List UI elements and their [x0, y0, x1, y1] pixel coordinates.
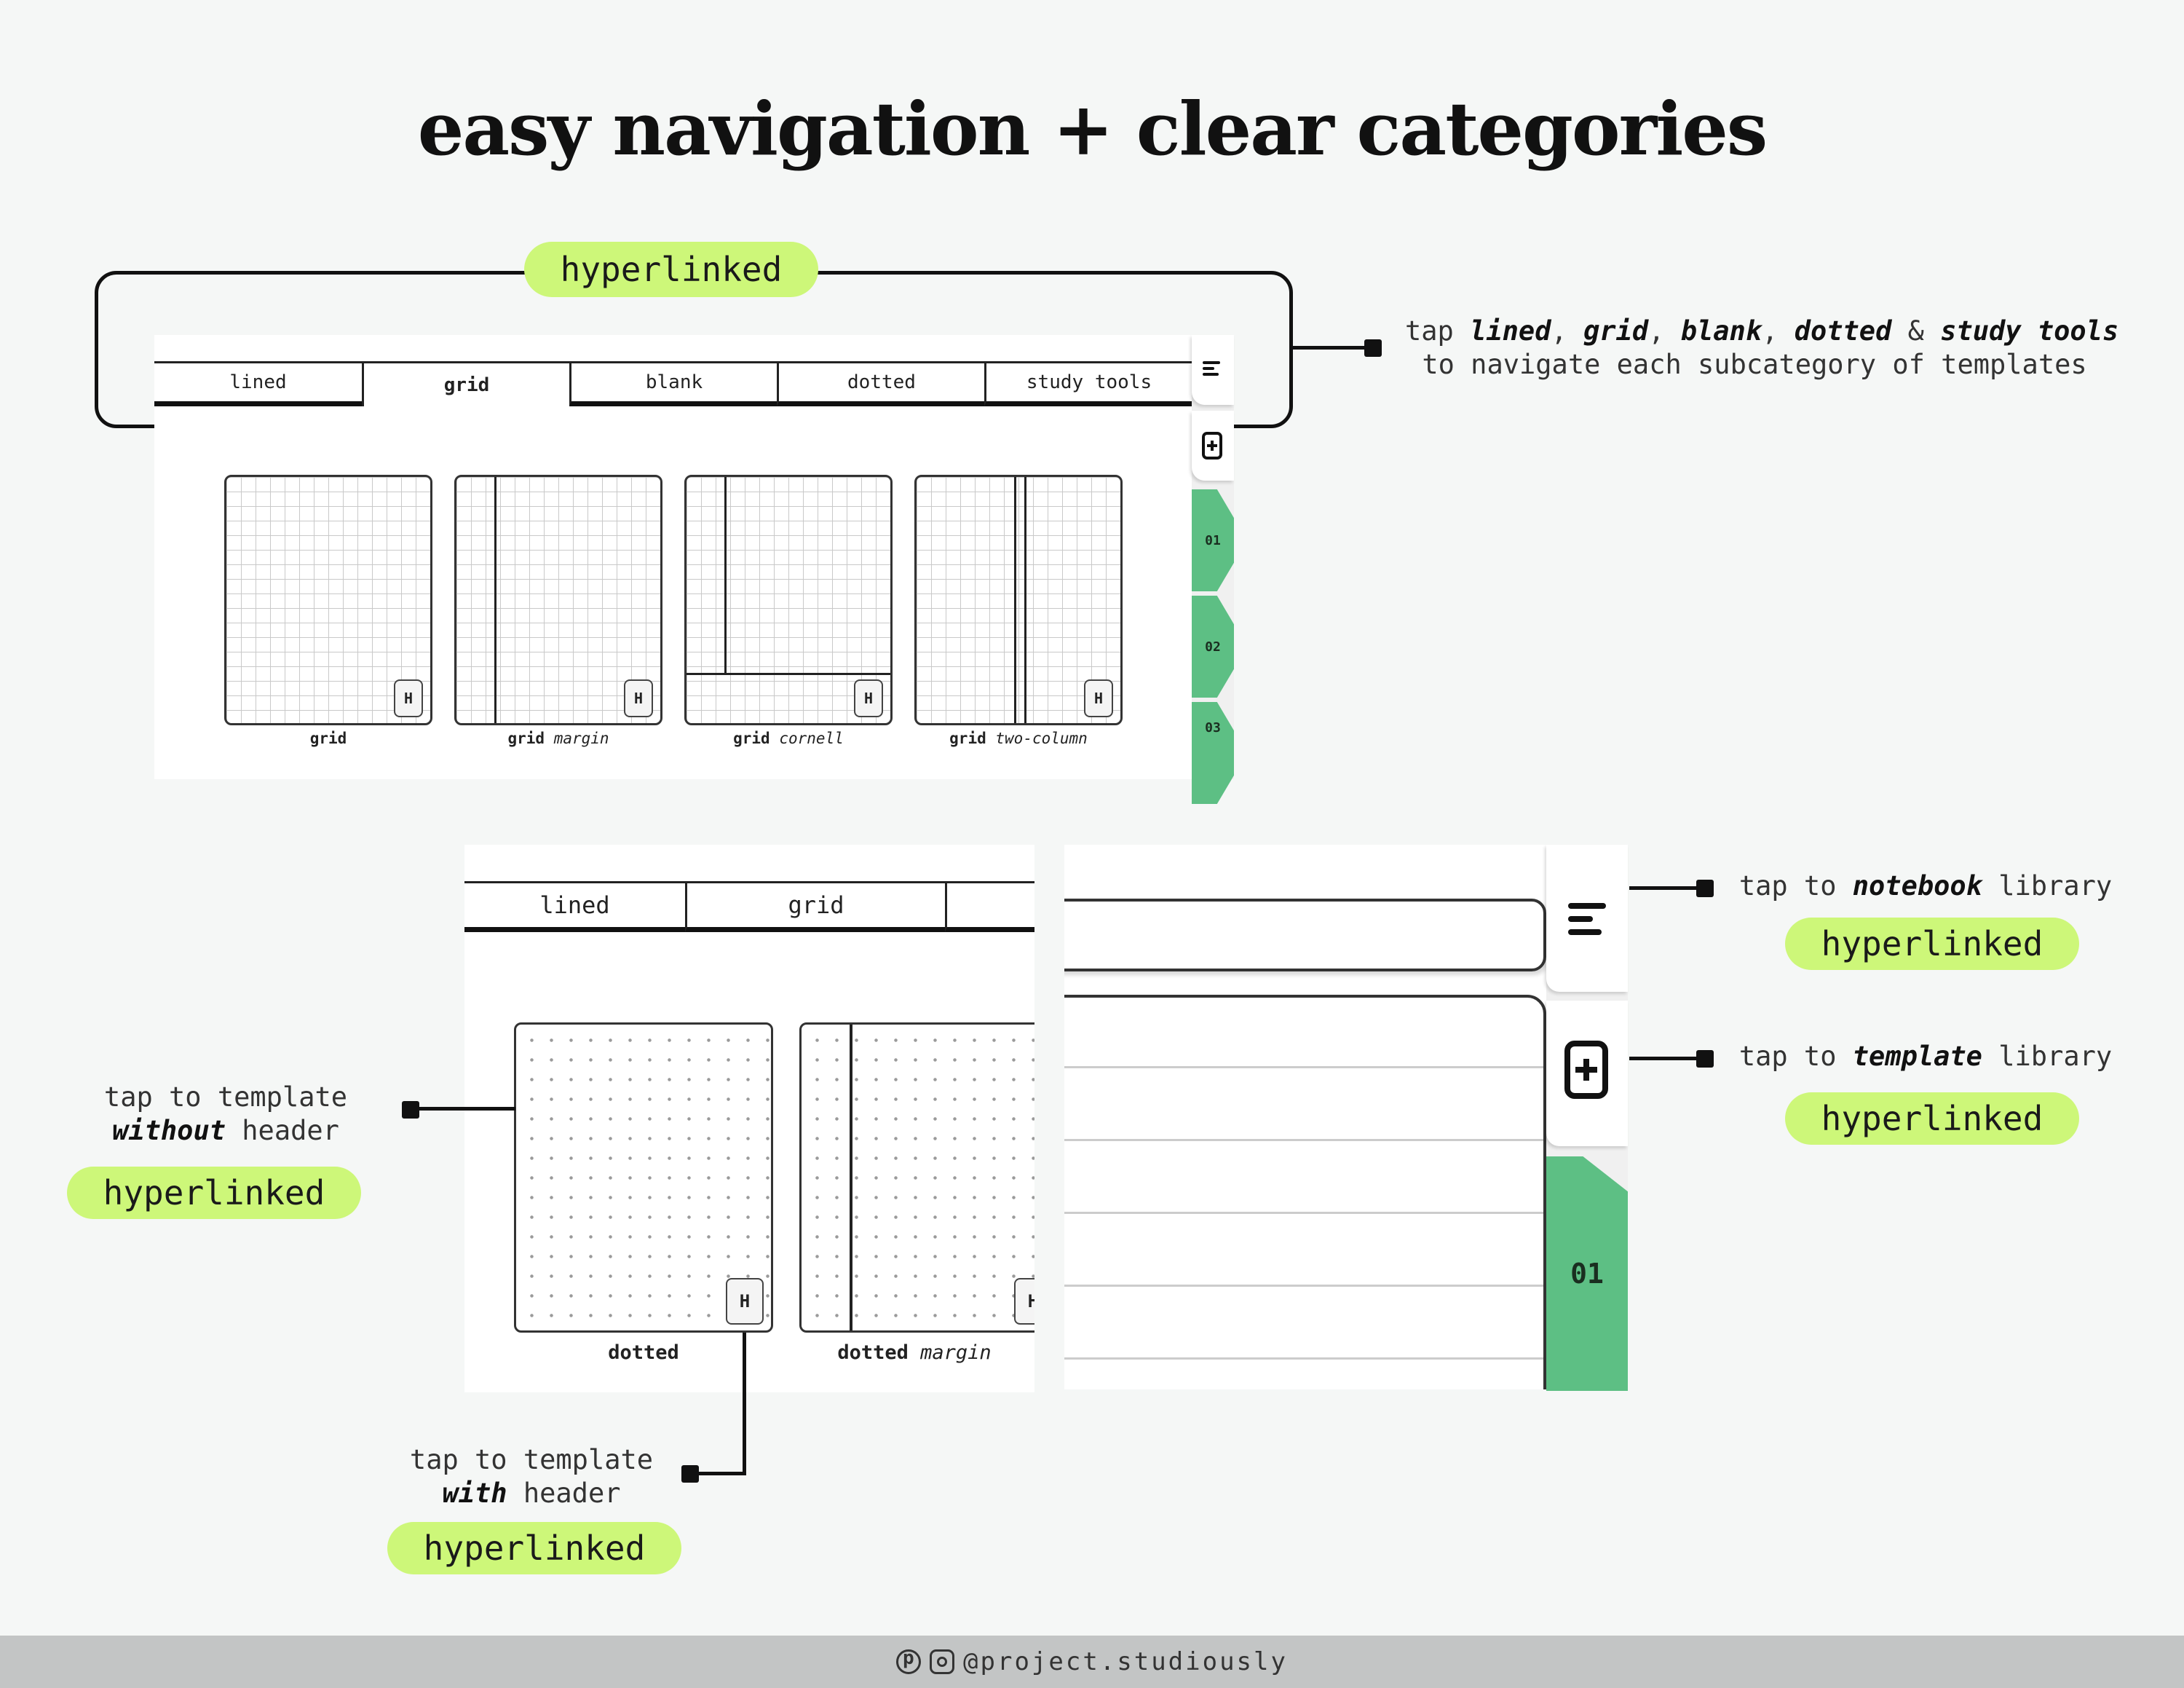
template-caption: grid	[309, 730, 347, 747]
template-grid-cornell[interactable]: H	[684, 475, 893, 725]
connector-line	[1629, 1057, 1701, 1060]
notebook-library-button[interactable]	[1546, 845, 1628, 992]
pinterest-icon[interactable]	[896, 1647, 922, 1674]
tab-partial[interactable]	[945, 881, 1034, 932]
header-button[interactable]: H	[726, 1278, 764, 1325]
connector-dot	[1696, 1050, 1714, 1068]
header-button[interactable]: H	[624, 679, 653, 717]
tab-blank[interactable]: blank	[569, 361, 777, 406]
category-tabs: lined grid blank dotted study tools	[154, 361, 1192, 406]
connector-dot	[1364, 339, 1382, 357]
section-tab-02[interactable]: 02	[1192, 596, 1234, 698]
section-tab-01[interactable]: 01	[1192, 489, 1234, 591]
notebook-title-bar	[1064, 899, 1546, 971]
footer: @project.studiously	[0, 1636, 2184, 1688]
template-library-button[interactable]	[1546, 1001, 1628, 1146]
top-sidebar: 01 02 03	[1192, 335, 1234, 804]
menu-icon	[1568, 903, 1606, 935]
connector-line	[743, 1333, 746, 1475]
header-button[interactable]: H	[1014, 1278, 1034, 1325]
hyperlinked-badge-template: hyperlinked	[1785, 1092, 2079, 1145]
tab-grid[interactable]: grid	[685, 881, 945, 932]
template-add-icon	[1202, 432, 1222, 460]
connector-line	[689, 1472, 746, 1475]
template-library-note: tap to template library	[1738, 1041, 2113, 1072]
template-dotted[interactable]: H	[514, 1022, 773, 1333]
notebook-panel	[1064, 845, 1546, 1389]
template-caption: grid two-column	[949, 730, 1088, 747]
connector-line	[1629, 886, 1701, 890]
without-header-note: tap to template without header	[103, 1081, 348, 1146]
top-template-panel: lined grid blank dotted study tools H gr…	[154, 335, 1192, 779]
hyperlinked-badge-with: hyperlinked	[387, 1522, 681, 1574]
template-add-icon	[1564, 1041, 1608, 1099]
tab-lined[interactable]: lined	[464, 881, 685, 932]
template-caption: grid cornell	[733, 730, 844, 747]
template-caption: grid margin	[507, 730, 609, 747]
template-grid[interactable]: H	[224, 475, 432, 725]
bottom-sidebar: 01	[1546, 845, 1628, 1391]
template-library-button[interactable]	[1192, 411, 1234, 481]
tabs-note: tap lined, grid, blank, dotted & study t…	[1405, 315, 2119, 380]
with-header-note: tap to template with header	[409, 1444, 654, 1509]
hyperlinked-badge-without: hyperlinked	[67, 1167, 361, 1219]
section-tab-01[interactable]: 01	[1546, 1156, 1628, 1391]
template-caption: dotted	[608, 1341, 679, 1364]
category-tabs: lined grid	[464, 881, 1034, 932]
template-dotted-margin[interactable]: H	[799, 1022, 1034, 1333]
hyperlinked-badge-notebook: hyperlinked	[1785, 918, 2079, 970]
header-button[interactable]: H	[394, 679, 423, 717]
template-grid-two-column[interactable]: H	[914, 475, 1123, 725]
tab-grid[interactable]: grid	[362, 361, 569, 406]
social-handle[interactable]: @project.studiously	[963, 1647, 1288, 1676]
tab-lined[interactable]: lined	[154, 361, 362, 406]
instagram-icon[interactable]	[930, 1649, 955, 1674]
hyperlinked-badge-top: hyperlinked	[524, 242, 818, 297]
header-button[interactable]: H	[854, 679, 883, 717]
connector-line	[1293, 346, 1373, 350]
tab-study-tools[interactable]: study tools	[984, 361, 1192, 406]
connector-dot	[1696, 880, 1714, 897]
template-caption: dotted margin	[837, 1341, 992, 1364]
page-title: easy navigation + clear categories	[417, 86, 1768, 172]
bottom-template-panel: lined grid H dotted H dotted margin	[464, 845, 1034, 1392]
notebook-page	[1064, 995, 1546, 1389]
notebook-library-note: tap to notebook library	[1738, 870, 2113, 902]
notebook-library-button[interactable]	[1192, 335, 1234, 405]
connector-dot	[681, 1465, 699, 1483]
header-button[interactable]: H	[1084, 679, 1113, 717]
menu-icon	[1203, 361, 1220, 376]
template-grid-margin[interactable]: H	[454, 475, 662, 725]
connector-line	[411, 1107, 515, 1111]
tab-dotted[interactable]: dotted	[777, 361, 984, 406]
section-tab-03[interactable]: 03	[1192, 702, 1234, 804]
